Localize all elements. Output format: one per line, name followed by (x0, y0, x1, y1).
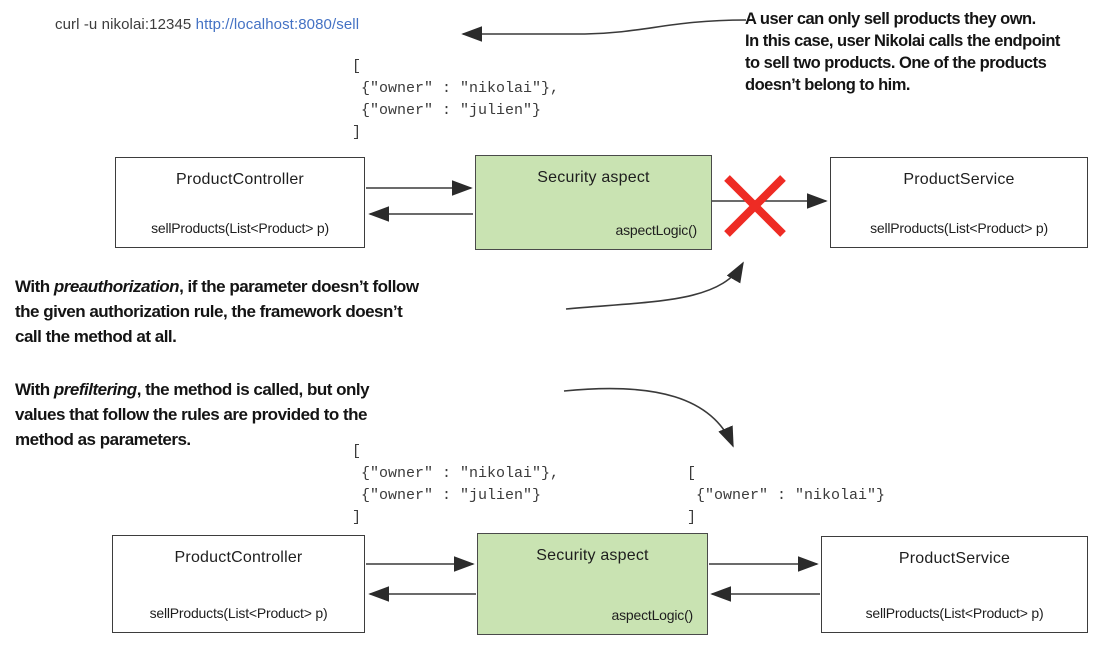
box-method: aspectLogic() (615, 222, 698, 238)
box-title: ProductService (898, 550, 1011, 567)
json-after-filtering: [ {"owner" : "nikolai"} ] (687, 465, 886, 526)
note-text: , if the parameter doesn’t follow (179, 277, 419, 296)
json-request-body: [ {"owner" : "nikolai"}, {"owner" : "jul… (352, 58, 560, 141)
red-x-icon (724, 175, 786, 237)
callout-arrow-to-red-x (565, 261, 744, 310)
product-controller-box-bottom: ProductController sellProducts(List<Prod… (112, 535, 365, 633)
note-line: With preauthorization, if the parameter … (15, 274, 419, 299)
note-line: the given authorization rule, the framew… (15, 302, 403, 321)
box-title: ProductService (903, 171, 1015, 188)
box-title: ProductController (176, 171, 304, 188)
callout-arrow-to-curl (461, 19, 747, 42)
curl-command: curl -u nikolai:12345 http://localhost:8… (55, 16, 359, 33)
curl-command-text: curl -u nikolai:12345 (55, 16, 196, 33)
annotation-line: doesn’t belong to him. (745, 76, 910, 94)
box-method: sellProducts(List<Product> p) (865, 605, 1044, 621)
box-title: Security aspect (537, 169, 650, 186)
note-text: With (15, 277, 54, 296)
annotation-line: A user can only sell products they own. (745, 10, 1036, 28)
box-method: sellProducts(List<Product> p) (151, 220, 329, 236)
note-line: values that follow the rules are provide… (15, 405, 367, 424)
callout-arrow-to-filtered-json (563, 387, 734, 448)
product-controller-box-top: ProductController sellProducts(List<Prod… (115, 157, 365, 248)
annotation-line: to sell two products. One of the product… (745, 54, 1047, 72)
note-line: With prefiltering, the method is called,… (15, 377, 370, 402)
note-line: method as parameters. (15, 430, 191, 449)
endpoint-link[interactable]: http://localhost:8080/sell (195, 16, 360, 33)
box-method: aspectLogic() (611, 607, 694, 623)
note-line: call the method at all. (15, 327, 177, 346)
preauthorization-note: With preauthorization, if the parameter … (15, 274, 419, 349)
box-title: ProductController (174, 549, 303, 566)
product-service-box-top: ProductService sellProducts(List<Product… (830, 157, 1088, 248)
keyword-preauthorization: preauthorization (53, 277, 180, 296)
annotation-line: In this case, user Nikolai calls the end… (745, 32, 1060, 50)
annotation-user-can-only-sell: A user can only sell products they own. … (745, 8, 1060, 96)
note-text: With (15, 380, 54, 399)
red-x-icon (724, 175, 786, 237)
product-service-box-bottom: ProductService sellProducts(List<Product… (821, 536, 1088, 633)
box-title: Security aspect (536, 547, 649, 564)
security-aspect-box-top: Security aspect aspectLogic() (475, 155, 712, 250)
prefiltering-note: With prefiltering, the method is called,… (15, 377, 370, 452)
json-before-filtering: [ {"owner" : "nikolai"}, {"owner" : "jul… (352, 443, 560, 526)
box-method: sellProducts(List<Product> p) (149, 605, 328, 621)
box-method: sellProducts(List<Product> p) (870, 220, 1048, 236)
note-text: , the method is called, but only (136, 380, 370, 399)
security-aspect-box-bottom: Security aspect aspectLogic() (477, 533, 708, 635)
keyword-prefiltering: prefiltering (53, 380, 137, 399)
